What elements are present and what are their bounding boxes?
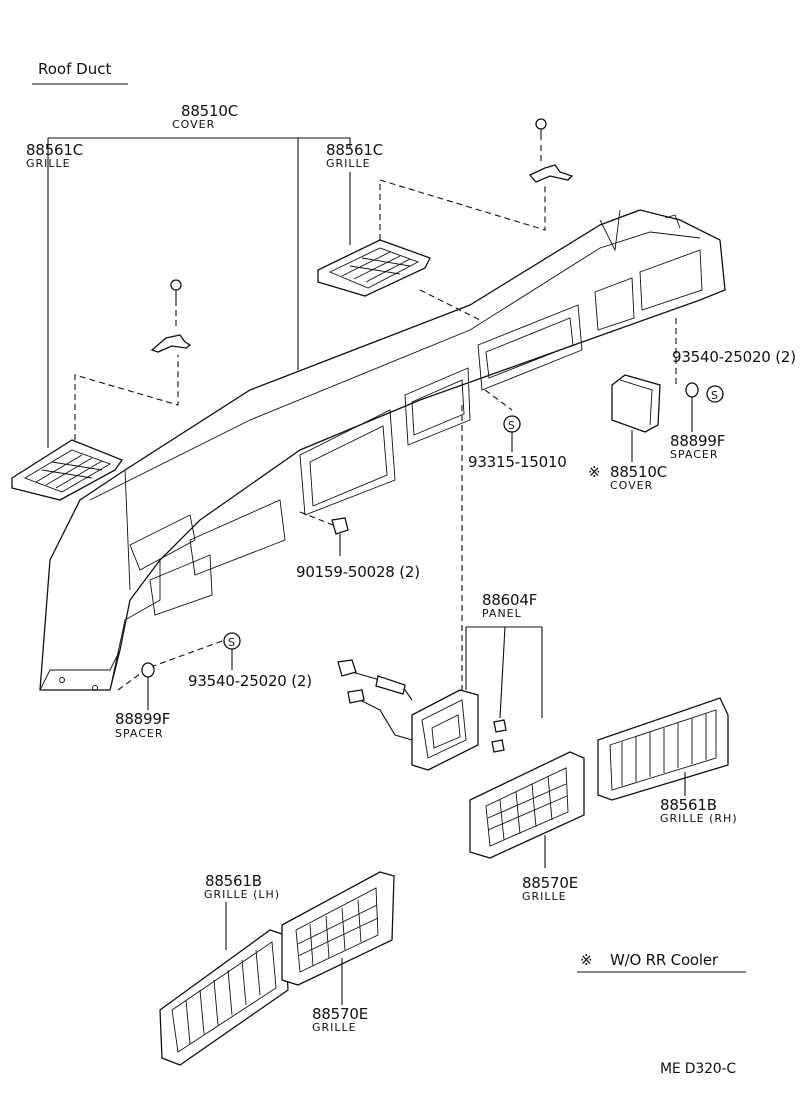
spacer-right-part: [685, 382, 699, 398]
s-symbol-mid-text: S: [508, 419, 515, 432]
grille-left-number: 88561C: [26, 141, 83, 159]
s-symbol-right-text: S: [711, 389, 718, 402]
panel-name: PANEL: [482, 607, 522, 620]
panel-clips: [491, 719, 507, 753]
grille-mid-number: 88570E: [522, 874, 578, 892]
screw-lower-part: [331, 517, 349, 556]
grille-right-top: [317, 239, 431, 297]
s-symbol-mid: S: [503, 415, 521, 433]
grille-low-name: GRILLE: [312, 1021, 357, 1034]
screw-lower-number: 90159-50028 (2): [296, 563, 420, 581]
panel-wiring: [337, 659, 413, 741]
grille-left-name: GRILLE: [26, 157, 71, 170]
grille-lh-number: 88561B: [205, 872, 262, 890]
note-mark: ※: [580, 951, 592, 969]
spacer-left-name: SPACER: [115, 727, 164, 740]
grille-mid-part: [469, 751, 585, 859]
cover-mid-number: 88510C: [610, 463, 667, 481]
note-text: W/O RR Cooler: [610, 951, 719, 969]
screw-mid-number: 93315-15010: [468, 453, 567, 471]
s-symbol-left: S: [223, 632, 241, 650]
grille-rh-number: 88561B: [660, 796, 717, 814]
cover-bracket-drops: [47, 138, 351, 448]
leader-screw-lower: [299, 511, 334, 526]
grille-rh-part: [597, 697, 729, 801]
spacer-right-name: SPACER: [670, 448, 719, 461]
clip-top-left: [150, 334, 192, 353]
panel-number: 88604F: [482, 591, 537, 609]
spacer-left-number: 88899F: [115, 710, 170, 728]
diagram-code: ME D320-C: [660, 1061, 736, 1077]
grille-low-part: [281, 871, 395, 986]
clip-top-right: [528, 164, 574, 183]
leader-grille-left: [74, 355, 179, 440]
leader-screw-mid-top: [484, 389, 513, 411]
grille-lh-part: [159, 929, 289, 1066]
screw-top-right: [535, 118, 547, 140]
spacer-left-part: [141, 662, 155, 678]
grille-right-name: GRILLE: [326, 157, 371, 170]
grille-mid-name: GRILLE: [522, 890, 567, 903]
cover-mid-name: COVER: [610, 479, 653, 492]
cover-top-name: COVER: [172, 118, 215, 131]
leader-grille-right-down: [419, 289, 481, 321]
leader-bolt-left: [117, 639, 226, 691]
roof-duct-body: [39, 209, 726, 691]
grille-rh-name: GRILLE (RH): [660, 812, 738, 825]
panel-part: [411, 689, 479, 771]
leader-grille-right: [379, 179, 546, 240]
s-symbol-left-text: S: [228, 636, 235, 649]
spacer-right-number: 88899F: [670, 432, 725, 450]
diagram-title: Roof Duct: [38, 60, 111, 78]
bolt-right-number: 93540-25020 (2): [672, 348, 796, 366]
panel-bracket: [465, 626, 543, 719]
grille-right-number: 88561C: [326, 141, 383, 159]
bolt-left-number: 93540-25020 (2): [188, 672, 312, 690]
grille-lh-name: GRILLE (LH): [204, 888, 280, 901]
cover-mid-mark: ※: [588, 463, 600, 481]
s-symbol-right: S: [706, 385, 724, 403]
cover-top-number: 88510C: [181, 102, 238, 120]
cover-mid-part: [611, 374, 661, 433]
grille-low-number: 88570E: [312, 1005, 368, 1023]
grille-left-top: [11, 439, 124, 501]
screw-top-left: [170, 279, 182, 300]
